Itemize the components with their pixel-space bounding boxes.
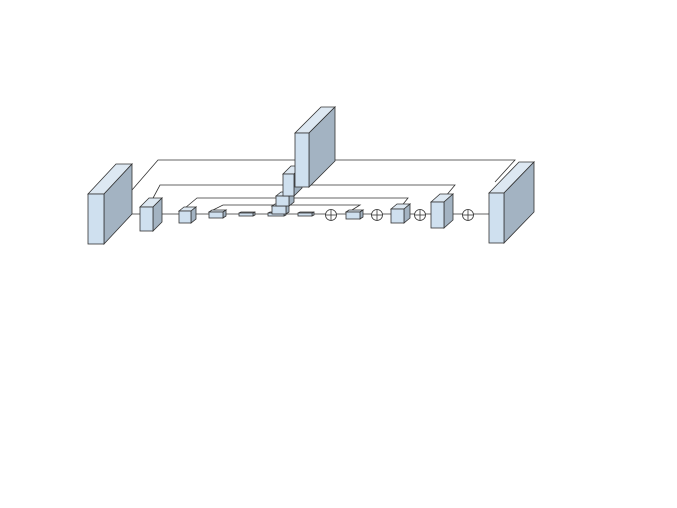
merge4-node bbox=[462, 209, 474, 221]
dec1-block bbox=[297, 211, 315, 217]
bottleneck-block bbox=[294, 106, 336, 188]
enc1-block bbox=[139, 197, 163, 232]
skip-enc2-dec3 bbox=[184, 197, 409, 209]
input-block bbox=[87, 162, 133, 246]
dec3-block bbox=[389, 203, 412, 224]
dec4-block bbox=[429, 193, 455, 229]
merge3-node bbox=[414, 209, 426, 221]
output-block bbox=[488, 161, 535, 244]
merge-nodes bbox=[325, 209, 474, 221]
merge1-node bbox=[325, 209, 337, 221]
skip-enc3-dec2 bbox=[212, 204, 362, 211]
merge2-node bbox=[371, 209, 383, 221]
enc4-block bbox=[238, 211, 256, 217]
skip-input-output bbox=[131, 159, 516, 191]
enc3-block bbox=[207, 209, 228, 219]
blocks bbox=[87, 106, 535, 246]
dec2-block bbox=[344, 209, 365, 220]
enc2-block bbox=[177, 206, 198, 224]
